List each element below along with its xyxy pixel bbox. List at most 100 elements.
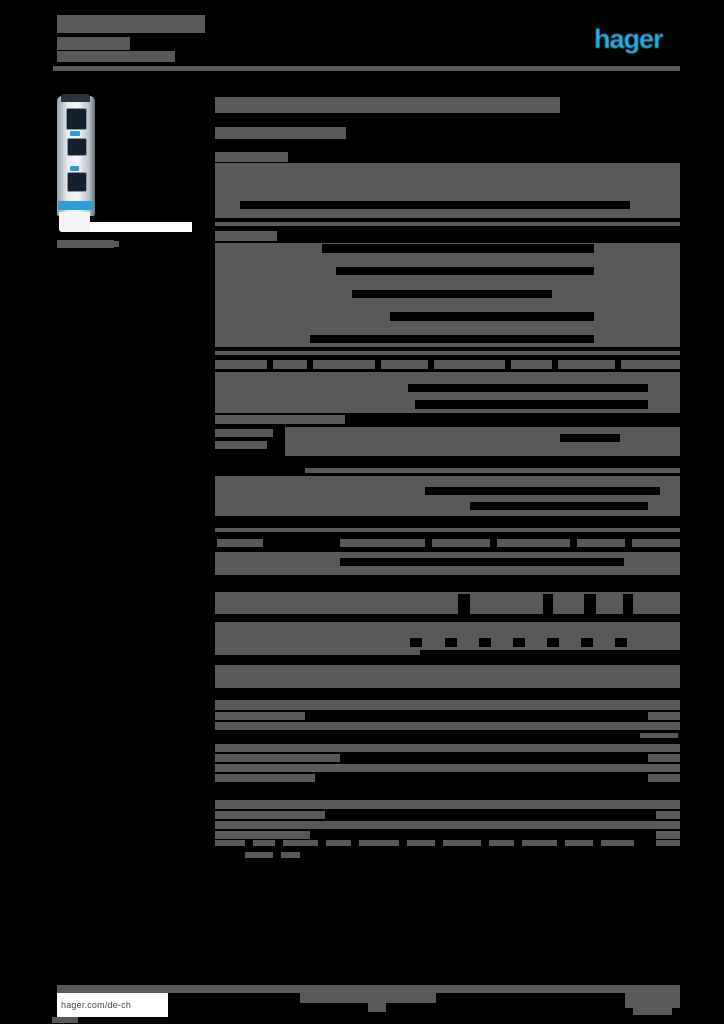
redacted-text-bar [558, 360, 615, 369]
redacted-text-bar [57, 240, 114, 248]
redaction-gap [560, 434, 620, 442]
redacted-text-bar [57, 51, 175, 62]
redaction-gap [408, 384, 648, 392]
redacted-text-bar [407, 840, 435, 846]
product-top-cap [61, 94, 90, 102]
redaction-gap [458, 594, 470, 614]
redacted-text-bar [215, 441, 267, 449]
redaction-gap [445, 638, 457, 647]
redaction-gap [340, 558, 624, 566]
redaction-gap [479, 638, 491, 647]
redacted-text-bar [522, 840, 557, 846]
redacted-text-bar [273, 360, 307, 369]
redaction-gap [584, 594, 596, 614]
redacted-text-bar [283, 840, 318, 846]
redacted-text-bar [215, 811, 325, 819]
redacted-text-bar [621, 360, 680, 369]
redacted-text-bar [432, 539, 490, 547]
redacted-text-bar [215, 744, 680, 752]
redaction-gap [470, 502, 648, 510]
footer-link[interactable]: hager.com/de-ch [61, 1000, 132, 1010]
redaction-gap [615, 638, 627, 647]
redacted-text-bar [215, 831, 310, 839]
redacted-text-bar [215, 231, 277, 241]
redacted-text-bar [625, 992, 680, 1008]
blue-clip-1 [70, 131, 80, 136]
redacted-text-bar [434, 360, 505, 369]
redaction-gap [547, 638, 559, 647]
redacted-text-bar [632, 539, 680, 547]
redacted-text-bar [215, 127, 346, 139]
redaction-gap [310, 335, 594, 343]
redacted-text-bar [285, 427, 680, 456]
redaction-gap [415, 400, 648, 409]
redacted-text-bar [648, 712, 680, 720]
redaction-gap [322, 244, 594, 253]
redacted-text-bar [215, 351, 680, 355]
redacted-text-bar [215, 476, 680, 516]
redacted-text-bar [326, 840, 351, 846]
redacted-text-bar [215, 665, 680, 688]
redacted-text-bar [215, 754, 340, 762]
redacted-text-bar [253, 840, 275, 846]
redacted-text-bar [215, 97, 560, 113]
redacted-text-bar [215, 360, 267, 369]
redaction-gap [513, 638, 525, 647]
product-image [57, 94, 98, 232]
fuse-window-2 [67, 138, 87, 156]
redacted-text-bar [52, 1017, 78, 1023]
redacted-text-bar [215, 821, 680, 829]
redacted-text-bar [648, 754, 680, 762]
redaction-gap [352, 290, 552, 298]
redacted-text-bar [215, 592, 680, 614]
redacted-text-bar [281, 852, 300, 858]
photo-background-strip [87, 222, 192, 232]
redacted-text-bar [215, 712, 305, 720]
redaction-gap [240, 201, 630, 209]
fuse-window-1 [66, 108, 87, 130]
redaction-gap [410, 638, 422, 647]
redaction-gap [390, 312, 594, 321]
redacted-text-bar [57, 985, 680, 993]
footer-link-box: hager.com/de-ch [57, 993, 168, 1017]
redacted-text-bar [217, 539, 263, 547]
redacted-text-bar [215, 800, 680, 809]
redacted-text-bar [57, 37, 130, 50]
blue-label-band [58, 201, 93, 210]
redacted-text-bar [359, 840, 399, 846]
redacted-text-bar [656, 840, 680, 846]
redacted-text-bar [633, 1008, 672, 1015]
redaction-gap [336, 267, 594, 275]
redacted-text-bar [305, 468, 680, 473]
redacted-text-bar [656, 811, 680, 819]
redacted-text-bar [565, 840, 593, 846]
redacted-text-bar [245, 852, 273, 858]
redacted-text-bar [215, 222, 680, 226]
redacted-text-bar [215, 163, 680, 218]
redaction-gap [425, 487, 660, 495]
redacted-text-bar [215, 152, 288, 162]
redacted-text-bar [300, 992, 436, 1003]
redacted-text-bar [368, 1003, 386, 1012]
redacted-text-bar [577, 539, 625, 547]
redacted-text-bar [640, 733, 678, 738]
header-divider [53, 66, 680, 71]
redacted-text-bar [215, 415, 345, 424]
redacted-text-bar [215, 774, 315, 782]
redacted-text-bar [57, 15, 205, 33]
redaction-gap [420, 650, 680, 656]
product-base [59, 212, 90, 232]
redacted-text-bar [113, 241, 119, 247]
redaction-gap [623, 594, 633, 614]
redacted-text-bar [656, 831, 680, 839]
redacted-text-bar [215, 840, 245, 846]
fuse-window-3 [67, 172, 87, 192]
blue-clip-2 [70, 166, 79, 171]
redaction-gap [581, 638, 593, 647]
redacted-text-bar [215, 528, 680, 532]
redacted-text-bar [489, 840, 514, 846]
redacted-text-bar [497, 539, 570, 547]
hager-logo: hager [594, 24, 664, 54]
redaction-gap [543, 594, 553, 614]
